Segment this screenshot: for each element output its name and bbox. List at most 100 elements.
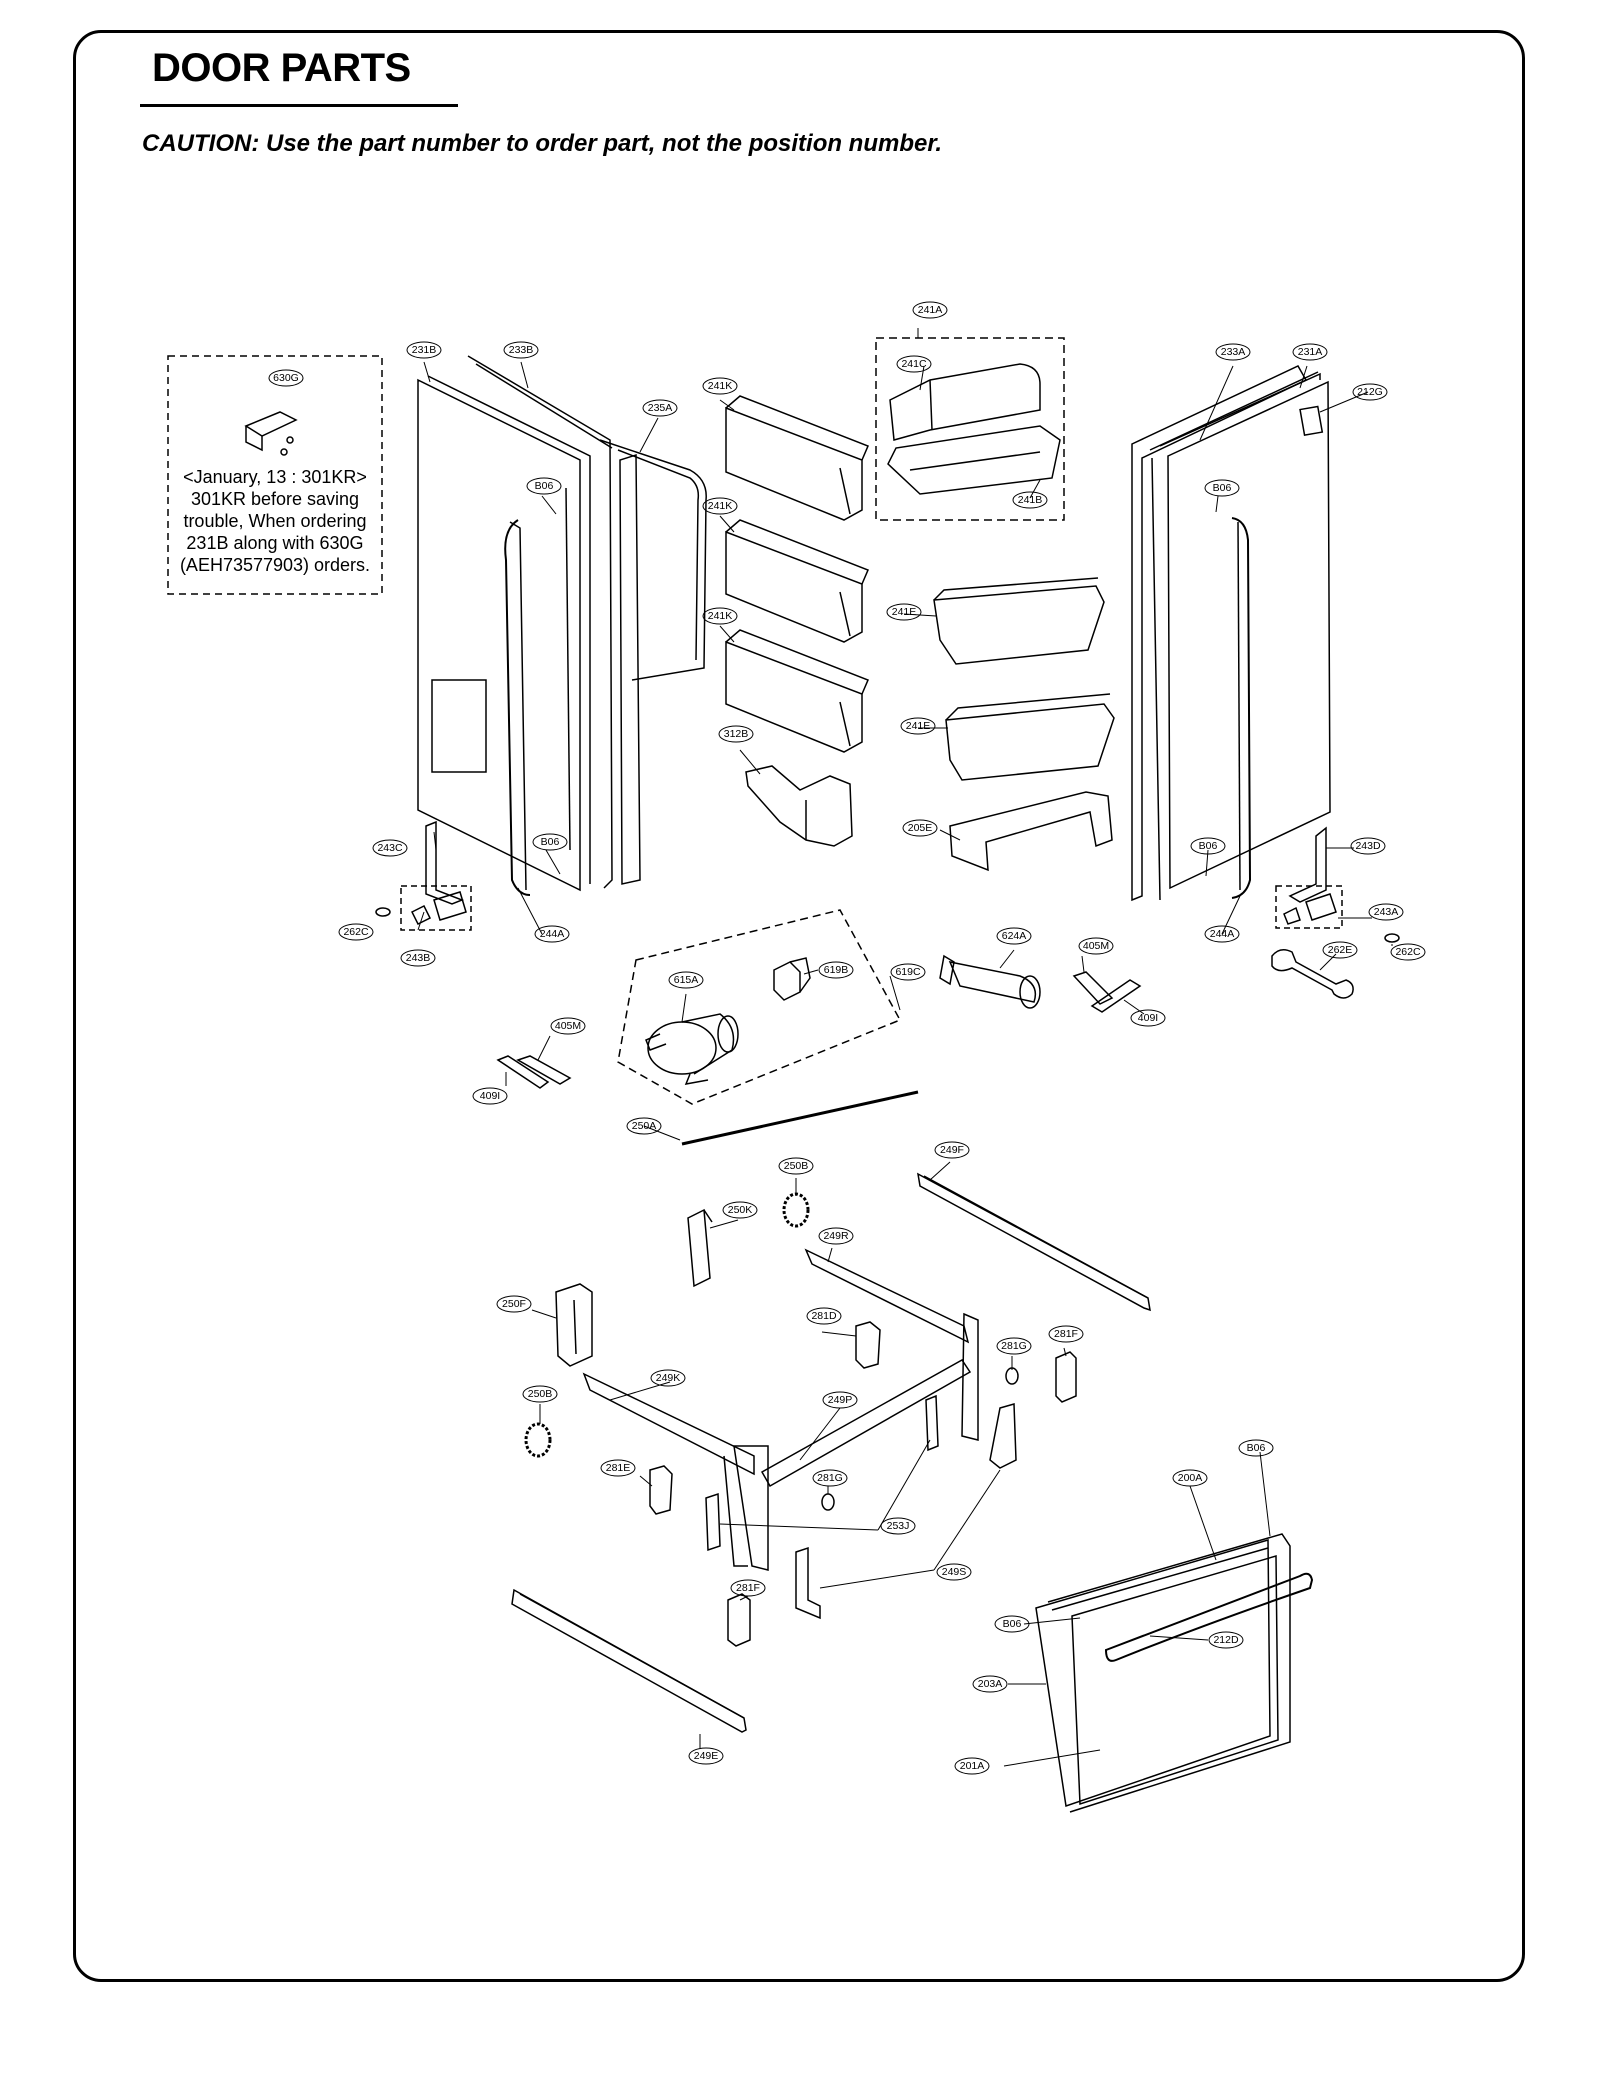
callout-262c: 262C: [1390, 943, 1426, 961]
right-door-illustration: [1131, 365, 1331, 902]
svg-text:253J: 253J: [887, 1520, 910, 1532]
rail-249f-icon: [917, 1172, 1151, 1312]
bracket-250f-icon: [555, 1283, 593, 1367]
gear-250b-icon: [782, 1192, 810, 1228]
svg-text:241C: 241C: [901, 358, 927, 370]
callout-619c: 619C: [890, 963, 926, 981]
svg-text:235A: 235A: [648, 402, 673, 414]
callout-233a: 233A: [1215, 343, 1251, 361]
svg-text:200A: 200A: [1178, 1472, 1203, 1484]
washer-262c-icon: [1384, 933, 1400, 943]
callout-231b: 231B: [406, 341, 442, 359]
callout-250f: 250F: [496, 1295, 532, 1313]
svg-text:241K: 241K: [708, 610, 733, 622]
bin-241e-icon: [933, 577, 1105, 665]
leader-lines: [417, 328, 1393, 1767]
callout-250b: 250B: [522, 1385, 558, 1403]
hinge-243b-box: [400, 885, 472, 931]
callout-203a: 203A: [972, 1675, 1008, 1693]
callout-619b: 619B: [818, 961, 854, 979]
callout-b06: B06: [1204, 479, 1240, 497]
callout-235a: 235A: [642, 399, 678, 417]
bracket-249s-icon: [795, 1403, 1017, 1620]
guide-281f-icon: [1055, 1351, 1077, 1403]
callout-409i: 409I: [472, 1087, 508, 1105]
svg-text:281G: 281G: [817, 1472, 843, 1484]
callout-281e: 281E: [600, 1459, 636, 1477]
svg-text:212D: 212D: [1213, 1634, 1239, 1646]
clip-409i-icon: [1090, 979, 1142, 1013]
callout-b06: B06: [1238, 1439, 1274, 1457]
callout-b06: B06: [532, 833, 568, 851]
callout-241k: 241K: [702, 497, 738, 515]
callout-262c: 262C: [338, 923, 374, 941]
svg-text:405M: 405M: [555, 1020, 581, 1032]
callout-212d: 212D: [1208, 1631, 1244, 1649]
wrench-262e-icon: [1271, 949, 1354, 999]
callout-624a: 624A: [996, 927, 1032, 945]
svg-text:233B: 233B: [509, 344, 534, 356]
callout-244a: 244A: [1204, 925, 1240, 943]
svg-text:241B: 241B: [1018, 494, 1043, 506]
bin-cover-241c-icon: [889, 363, 1041, 441]
callout-250a: 250A: [626, 1117, 662, 1135]
svg-text:231B: 231B: [412, 344, 437, 356]
door-bin-241k-icon: [725, 519, 869, 643]
seal-405m-icon: [516, 1055, 572, 1085]
callout-249f: 249F: [934, 1141, 970, 1159]
svg-text:B06: B06: [541, 836, 560, 848]
svg-text:249P: 249P: [828, 1394, 853, 1406]
callout-281f: 281F: [730, 1579, 766, 1597]
svg-text:249R: 249R: [823, 1230, 849, 1242]
callout-233b: 233B: [503, 341, 539, 359]
screw-281g-icon: [821, 1493, 835, 1511]
frame-249p-icon: [760, 1359, 972, 1488]
svg-text:244A: 244A: [1210, 928, 1235, 940]
callout-630g: 630G: [268, 369, 304, 387]
latch-253j-icon: [705, 1394, 939, 1552]
callout-200a: 200A: [1172, 1469, 1208, 1487]
bin-241e-icon: [945, 693, 1115, 781]
svg-text:615A: 615A: [674, 974, 699, 986]
svg-text:201A: 201A: [960, 1760, 985, 1772]
page-frame: [73, 30, 1525, 1982]
svg-text:B06: B06: [535, 480, 554, 492]
callout-205e: 205E: [902, 819, 938, 837]
svg-text:249S: 249S: [942, 1566, 967, 1578]
frame-249r-icon: [804, 1248, 979, 1441]
bin-241a-box: [875, 337, 1065, 521]
svg-text:231A: 231A: [1298, 346, 1323, 358]
svg-text:241K: 241K: [708, 500, 733, 512]
cover-250k-icon: [687, 1208, 713, 1288]
svg-text:241E: 241E: [892, 606, 917, 618]
svg-text:281G: 281G: [1001, 1340, 1027, 1352]
guide-281d-icon: [855, 1321, 881, 1369]
callout-281g: 281G: [996, 1337, 1032, 1355]
callout-243d: 243D: [1350, 837, 1386, 855]
svg-text:B06: B06: [1199, 840, 1218, 852]
freezer-door-illustration: [1035, 1533, 1314, 1813]
svg-text:250F: 250F: [502, 1298, 526, 1310]
filter-624a-icon: [939, 954, 1041, 1009]
hinge-243b-icon: [410, 891, 467, 926]
svg-text:281D: 281D: [811, 1310, 837, 1322]
svg-text:619C: 619C: [895, 966, 921, 978]
callout-281g: 281G: [812, 1469, 848, 1487]
door-bin-241k-icon: [725, 629, 869, 753]
callout-201a: 201A: [954, 1757, 990, 1775]
callout-249r: 249R: [818, 1227, 854, 1245]
guide-281e-icon: [649, 1465, 673, 1515]
svg-text:409I: 409I: [1138, 1012, 1158, 1024]
svg-text:243A: 243A: [1374, 906, 1399, 918]
callout-labels: 630G 231B 233B 235A 241A 241C 241B 241K …: [268, 301, 1426, 1775]
callout-281d: 281D: [806, 1307, 842, 1325]
svg-text:250B: 250B: [528, 1388, 553, 1400]
seal-405m-icon: [1072, 971, 1114, 1005]
svg-text:262E: 262E: [1328, 944, 1353, 956]
svg-text:249K: 249K: [656, 1372, 681, 1384]
callout-b06: B06: [994, 1615, 1030, 1633]
hinge-243c-icon: [425, 820, 465, 905]
callout-243c: 243C: [372, 839, 408, 857]
callout-281f: 281F: [1048, 1325, 1084, 1343]
